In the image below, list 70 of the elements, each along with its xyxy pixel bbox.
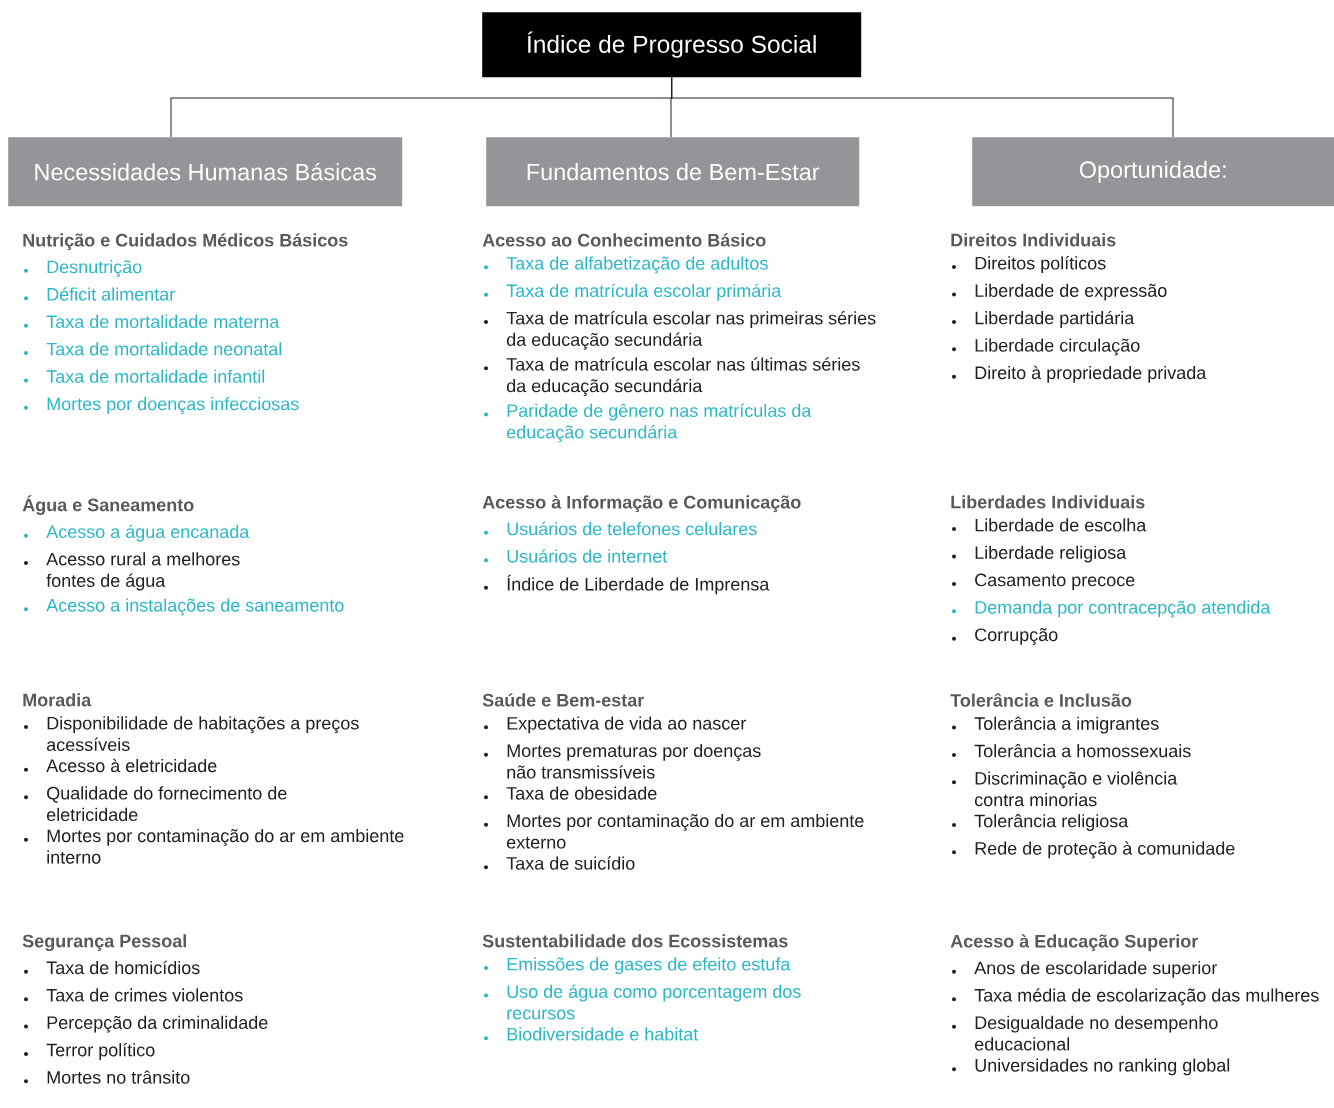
list-item: Uso de água como porcentagem dos recursos [484,984,801,1020]
list-item: Mortes por doenças infecciosas [24,397,299,414]
list-item: Terror político [24,1042,155,1060]
list-item: Taxa de matrícula escolar primária [484,283,782,301]
list-item: Liberdade de expressão [952,283,1167,301]
list-item: Taxa de homicídios [24,960,200,975]
section-heading: Acesso à Educação Superior [950,934,1198,952]
section-heading: Tolerância e Inclusão [950,693,1132,707]
list-item: Taxa de crimes violentos [24,988,243,1002]
section-heading: Água e Saneamento [22,495,194,515]
section-heading: Moradia [23,693,92,707]
list-item: Taxa média de escolarização das mulheres [952,988,1319,1006]
list-item: Liberdade partidária [952,310,1135,328]
list-item: Emissões de gases de efeito estufa [484,957,791,975]
section-heading: Segurança Pessoal [22,934,186,952]
list-item: Corrupção [952,628,1058,645]
list-item: Taxa de matrícula escolar nas últimas séries da educação secundária [484,357,860,396]
list-item: Tolerância religiosa [952,814,1129,831]
list-item: Discriminação e violência contra minorias [952,771,1178,807]
list-item: Acesso a instalações de saneamento [24,598,344,616]
list-item: Taxa de obesidade [484,786,657,800]
section-heading: Acesso ao Conhecimento Básico [482,233,766,247]
list-item: Mortes no trânsito [24,1070,190,1084]
tree-connector [671,76,1174,138]
list-item: Casamento precoce [952,573,1135,590]
category-box: Oportunidade: [972,137,1334,207]
category-box: Necessidades Humanas Básicas [8,137,403,207]
list-item: Biodiversidade e habitat [484,1027,699,1041]
list-item: Anos de escolaridade superior [952,961,1217,978]
list-item: Liberdade religiosa [952,545,1127,563]
section-heading: Direitos Individuais [951,233,1116,247]
list-item: Acesso rural a melhores fontes de água [24,552,240,591]
list-item: Índice de Liberdade de Imprensa [484,574,770,595]
title-box: Índice de Progresso Social [482,12,862,78]
list-item: Tolerância a imigrantes [952,716,1159,734]
list-item: Liberdade circulação [952,338,1140,356]
list-item: Taxa de mortalidade neonatal [24,342,282,356]
list-item: Desigualdade no desempenho educacional [952,1015,1218,1051]
list-item: Mortes por contaminação do ar em ambiente interno [24,828,404,864]
list-item: Usuários de telefones celulares [484,521,757,536]
list-item: Taxa de mortalidade materna [24,314,280,329]
list-item: Taxa de mortalidade infantil [24,369,265,383]
list-item: Déficit alimentar [24,287,175,301]
list-item: Mortes prematuras por doenças não transmissíveis [484,743,761,779]
section-heading: Liberdades Individuais [951,495,1145,509]
list-item: Acesso a água encanada [24,524,250,542]
section-heading: Saúde e Bem-estar [482,693,644,707]
list-item: Taxa de matrícula escolar nas primeiras séries da educação secundária [484,311,876,350]
list-item: Qualidade do fornecimento de eletricidade [24,786,287,822]
list-item: Usuários de internet [484,549,668,563]
list-item: Direitos políticos [952,256,1106,274]
category-box: Fundamentos de Bem-Estar [486,137,860,207]
list-item: Rede de proteção à comunidade [952,841,1235,859]
list-item: Mortes por contaminação do ar em ambiente externo [484,813,864,849]
list-item: Disponibilidade de habitações a preços acessíveis [24,716,359,752]
list-item: Tolerância a homossexuais [952,744,1191,758]
section-heading: Nutrição e Cuidados Médicos Básicos [23,233,348,251]
list-item: Demanda por contracepção atendida [952,600,1271,618]
list-item: Liberdade de escolha [952,518,1147,532]
list-item: Universidades no ranking global [952,1058,1230,1076]
list-item: Percepção da criminalidade [24,1015,268,1033]
section-heading: Acesso à Informação e Comunicação [482,495,801,513]
list-item: Acesso à eletricidade [24,758,217,773]
list-item: Expectativa de vida ao nascer [484,716,746,734]
list-item: Taxa de alfabetização de adultos [484,256,768,274]
list-item: Taxa de suicídio [484,856,635,870]
list-item: Paridade de gênero nas matrículas da educação secundária [484,403,812,443]
list-item: Direito à propriedade privada [952,365,1207,383]
list-item: Desnutrição [24,260,142,277]
section-heading: Sustentabilidade dos Ecossistemas [482,934,788,948]
